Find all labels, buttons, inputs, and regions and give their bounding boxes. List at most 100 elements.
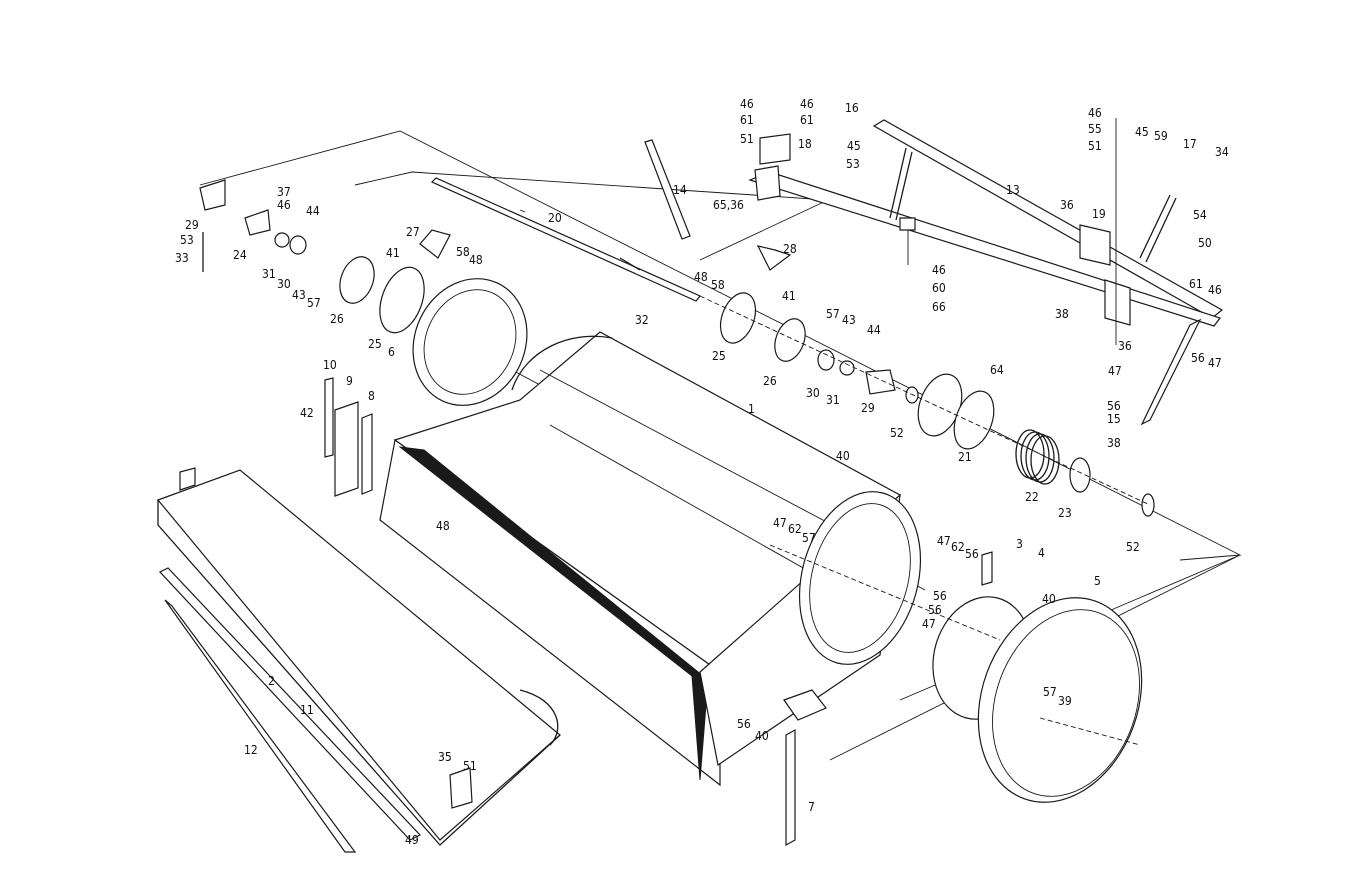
callout-c26a: 26	[330, 312, 344, 326]
left-assembly	[199, 179, 528, 406]
callout-c47b: 47	[1108, 364, 1122, 378]
callout-c40b: 40	[1042, 592, 1056, 606]
callout-c24: 24	[233, 248, 247, 262]
callout-c38b: 38	[1107, 436, 1121, 450]
callout-c34: 34	[1215, 145, 1229, 159]
callout-c20: 20	[548, 211, 562, 225]
callout-c46f: 46	[277, 198, 291, 212]
callout-c59: 59	[1154, 129, 1168, 143]
callout-c47c: 47	[773, 516, 787, 530]
callout-c30b: 30	[806, 386, 820, 400]
callout-c57c: 57	[802, 531, 816, 545]
callout-c58a: 58	[456, 245, 470, 259]
callout-c54: 54	[1193, 208, 1207, 222]
callout-c47d: 47	[937, 534, 951, 548]
callout-c56d: 56	[933, 589, 947, 603]
callout-c29a: 29	[185, 218, 199, 232]
callout-c21: 21	[958, 450, 972, 464]
callout-c61b: 61	[800, 113, 814, 127]
callout-c23: 23	[1058, 506, 1072, 520]
callout-c44b: 44	[867, 323, 881, 337]
callout-c33: 33	[175, 251, 189, 265]
callout-c46e: 46	[932, 263, 946, 277]
callout-c43a: 43	[292, 288, 306, 302]
callout-c65_36: 65,36	[713, 198, 744, 212]
callout-c55: 55	[1088, 122, 1102, 136]
callout-c36b: 36	[1118, 339, 1132, 353]
callout-c27: 27	[406, 225, 420, 239]
callout-c3: 3	[1016, 537, 1023, 551]
callout-c32: 32	[635, 313, 649, 327]
callout-c57a: 57	[307, 296, 321, 310]
callout-c49: 49	[405, 833, 419, 847]
callout-c25a: 25	[368, 337, 382, 351]
callout-c10: 10	[323, 358, 337, 372]
callout-c58b: 58	[711, 278, 725, 292]
callout-c48a: 48	[469, 253, 483, 267]
callout-c12: 12	[244, 743, 258, 757]
callout-c44a: 44	[306, 204, 320, 218]
front-rings	[769, 491, 1143, 847]
callout-c17: 17	[1183, 137, 1197, 151]
callout-c11: 11	[300, 703, 314, 717]
callout-c46b: 46	[800, 97, 814, 111]
callout-c5: 5	[1094, 574, 1101, 588]
callout-c57b: 57	[826, 307, 840, 321]
callout-c62a: 62	[788, 522, 802, 536]
callout-c14: 14	[673, 183, 687, 197]
callout-c66: 66	[932, 300, 946, 314]
callout-c45a: 45	[847, 139, 861, 153]
callout-c60: 60	[932, 281, 946, 295]
callout-c50: 50	[1198, 236, 1212, 250]
callout-c56a: 56	[1191, 351, 1205, 365]
callout-c30a: 30	[277, 277, 291, 291]
callout-c36a: 36	[1060, 198, 1074, 212]
callout-c9: 9	[346, 374, 353, 388]
callout-c6: 6	[388, 345, 395, 359]
callout-c56f: 56	[737, 717, 751, 731]
callout-c53a: 53	[846, 157, 860, 171]
callout-c47a: 47	[1208, 356, 1222, 370]
callout-c25b: 25	[712, 349, 726, 363]
callout-c41b: 41	[782, 289, 796, 303]
callout-c40a: 40	[836, 449, 850, 463]
callout-c52a: 52	[890, 426, 904, 440]
callout-c29b: 29	[861, 401, 875, 415]
callout-c56e: 56	[928, 603, 942, 617]
callout-c7: 7	[808, 800, 815, 814]
callout-c1: 1	[748, 402, 755, 416]
callout-c26b: 26	[763, 374, 777, 388]
callout-c64: 64	[990, 363, 1004, 377]
callout-c51b: 51	[1088, 139, 1102, 153]
callout-c47e: 47	[922, 617, 936, 631]
callout-c42: 42	[300, 406, 314, 420]
callout-c48b: 48	[694, 270, 708, 284]
callout-c31a: 31	[262, 267, 276, 281]
callout-c22: 22	[1025, 490, 1039, 504]
callout-c52b: 52	[1126, 540, 1140, 554]
callout-c40c: 40	[755, 729, 769, 743]
side-plates	[324, 377, 373, 497]
callout-c46c: 46	[1088, 106, 1102, 120]
callout-c56c: 56	[965, 547, 979, 561]
callout-c53b: 53	[180, 233, 194, 247]
callout-c18: 18	[798, 137, 812, 151]
callout-c46a: 46	[740, 97, 754, 111]
callout-c4: 4	[1038, 546, 1045, 560]
callout-c46d: 46	[1208, 283, 1222, 297]
callout-c31b: 31	[826, 393, 840, 407]
callout-c51c: 51	[463, 759, 477, 773]
callout-c61c: 61	[1189, 277, 1203, 291]
callout-c61a: 61	[740, 113, 754, 127]
callout-c51a: 51	[740, 132, 754, 146]
callout-c13: 13	[1006, 183, 1020, 197]
callout-c2: 2	[268, 674, 275, 688]
callout-c8: 8	[368, 389, 375, 403]
hopper	[156, 467, 561, 853]
callout-c41a: 41	[386, 246, 400, 260]
callout-c48c: 48	[436, 519, 450, 533]
callout-c19: 19	[1092, 207, 1106, 221]
right-assembly	[699, 245, 1155, 517]
